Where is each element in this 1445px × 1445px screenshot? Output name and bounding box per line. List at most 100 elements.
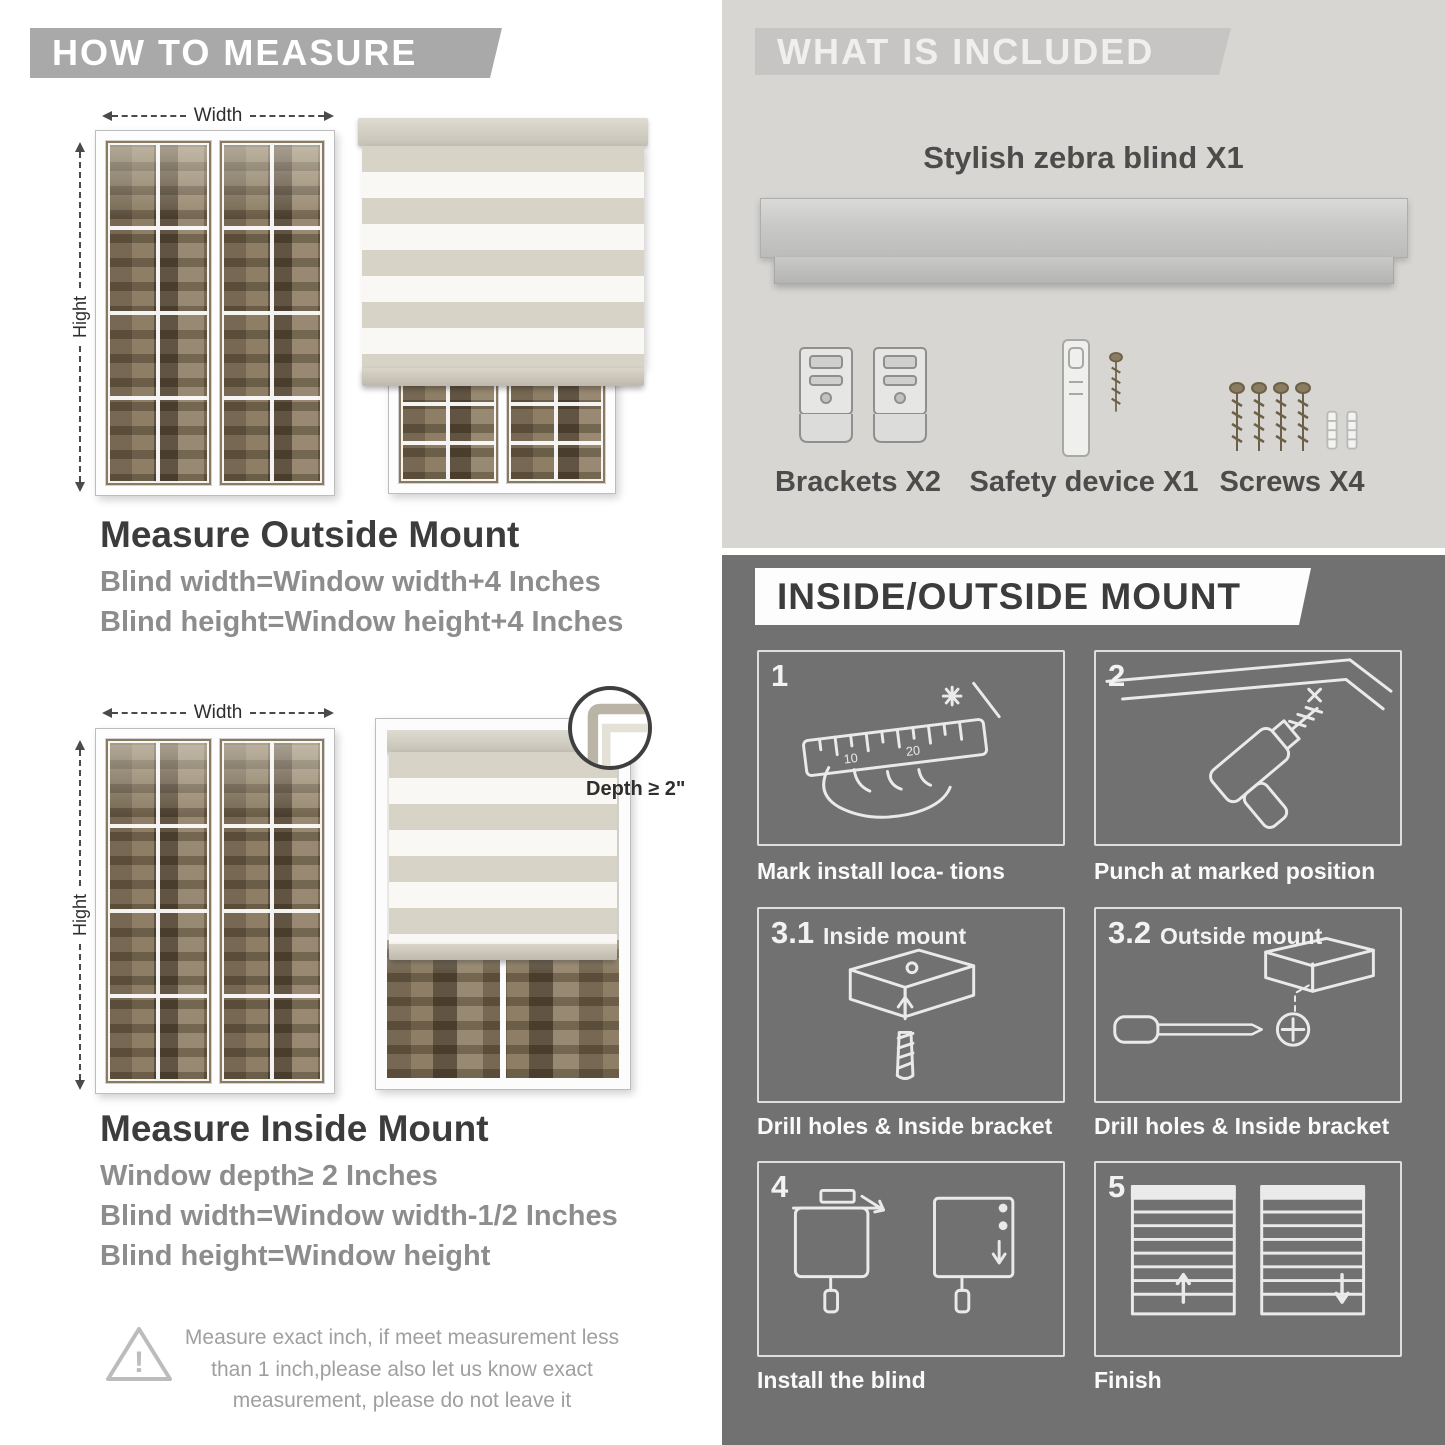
window-corner-zoom <box>587 703 648 766</box>
arrow-up-icon <box>75 740 85 750</box>
step-number: 3.2 <box>1108 915 1152 950</box>
dashed-line <box>79 152 81 288</box>
arrow-left-icon <box>102 708 112 718</box>
svg-text:10: 10 <box>843 750 859 767</box>
step-panel-3-1: 3.1 Inside mount <box>757 907 1065 1103</box>
outside-mount-blind-figure <box>358 118 648 494</box>
outside-formula-height: Blind height=Window height+4 Inches <box>100 606 624 638</box>
dashed-line <box>79 944 81 1080</box>
window-sash <box>105 140 212 486</box>
finish-illustration <box>1130 1185 1366 1316</box>
window-panes <box>108 143 209 483</box>
dashed-line <box>112 712 186 714</box>
step-inner-title: Outside mount <box>1160 923 1323 949</box>
depth-callout-label: Depth ≥ 2" <box>586 778 686 800</box>
depth-callout-circle <box>568 686 652 770</box>
blind-stripes <box>362 146 644 368</box>
inside-bracket-illustration <box>848 948 976 1080</box>
inside-formula-width: Blind width=Window width-1/2 Inches <box>100 1200 618 1232</box>
dashed-line <box>250 115 325 117</box>
svg-text:!: ! <box>134 1346 144 1379</box>
blind-cassette <box>358 118 648 146</box>
drill-illustration <box>1105 658 1393 829</box>
step-caption: Drill holes & Inside bracket <box>1094 1113 1390 1139</box>
step-inner-title: Inside mount <box>823 923 967 949</box>
included-title: WHAT IS INCLUDED <box>777 30 1155 72</box>
inside-formula-height: Blind height=Window height <box>100 1240 491 1272</box>
step-number: 4 <box>771 1169 789 1204</box>
step-panel-5: 5 <box>1094 1161 1402 1357</box>
outside-formula-width: Blind width=Window width+4 Inches <box>100 566 601 598</box>
outside-mount-title: Measure Outside Mount <box>100 514 520 555</box>
wall-anchor-icon <box>1324 408 1340 456</box>
how-to-measure-section: HOW TO MEASURE Width Hight <box>0 0 722 1445</box>
step-caption: Drill holes & Inside bracket <box>757 1113 1053 1139</box>
screw-icon <box>1228 382 1246 456</box>
window-panes <box>221 143 322 483</box>
arrow-left-icon <box>102 111 112 121</box>
height-label: Hight <box>69 893 90 937</box>
bracket-icon <box>794 340 858 452</box>
width-measurement-outside: Width <box>102 105 335 126</box>
step-number: 5 <box>1108 1169 1126 1204</box>
product-label: Stylish zebra blind X1 <box>923 140 1244 175</box>
safety-device-icon <box>1055 336 1097 460</box>
inside-mount-title: Measure Inside Mount <box>100 1108 489 1149</box>
step-caption: Finish <box>1094 1367 1162 1393</box>
brackets-label: Brackets X2 <box>774 466 942 498</box>
dashed-line <box>112 115 186 117</box>
how-to-measure-title: HOW TO MEASURE <box>52 32 418 73</box>
wall-anchor-icon <box>1344 408 1360 456</box>
screw-icon <box>1272 382 1290 456</box>
window-panes <box>221 741 322 1081</box>
blind-bottom-rail <box>362 368 644 386</box>
step-number: 3.1 <box>771 915 815 950</box>
window-opening <box>387 730 619 1078</box>
how-to-measure-banner: HOW TO MEASURE <box>30 28 502 78</box>
window-sash <box>218 738 325 1084</box>
step-panel-3-2: 3.2 Outside mount <box>1094 907 1402 1103</box>
arrow-up-icon <box>75 142 85 152</box>
step-caption: Install the blind <box>757 1367 926 1393</box>
mount-banner: INSIDE/OUTSIDE MOUNT <box>755 568 1311 625</box>
outside-bracket-illustration <box>1113 936 1375 1047</box>
blind-bottom-rail <box>389 944 617 960</box>
inside-formula-depth: Window depth≥ 2 Inches <box>100 1160 438 1192</box>
step-panel-2: 2 <box>1094 650 1402 846</box>
measure-warning-note: Measure exact inch, if meet measurement … <box>184 1326 620 1412</box>
safety-device-label: Safety device X1 <box>969 466 1199 498</box>
window-panes <box>108 741 209 1081</box>
width-label: Width <box>193 702 243 723</box>
step-caption: Mark install loca- tions <box>757 858 1005 884</box>
window-photo-inside <box>95 728 335 1094</box>
screws-label: Screws X4 <box>1219 466 1365 498</box>
arrow-right-icon <box>324 111 335 121</box>
zebra-blind-cassette-photo <box>760 198 1408 258</box>
window-sash <box>218 140 325 486</box>
mount-title: INSIDE/OUTSIDE MOUNT <box>777 575 1242 617</box>
warning-triangle-icon: ! <box>104 1322 174 1386</box>
step-caption: Punch at marked position <box>1094 858 1376 884</box>
window-center-mullion <box>500 940 506 1078</box>
included-section: WHAT IS INCLUDED Stylish zebra blind X1 <box>722 0 1445 548</box>
blind-cassette <box>387 730 619 752</box>
inside-mount-blind-figure <box>375 718 631 1090</box>
zebra-blind-cassette-lip <box>774 257 1394 284</box>
screw-icon <box>1250 382 1268 456</box>
dashed-line <box>250 712 325 714</box>
included-banner: WHAT IS INCLUDED <box>755 28 1231 75</box>
arrow-down-icon <box>75 1080 85 1090</box>
dashed-line <box>79 346 81 482</box>
dashed-line <box>79 750 81 886</box>
install-blind-illustration <box>791 1188 1015 1314</box>
step-number: 1 <box>771 658 789 693</box>
arrow-down-icon <box>75 482 85 492</box>
step-number: 2 <box>1108 658 1126 693</box>
blind-stripes <box>389 752 617 944</box>
step-panel-4: 4 <box>757 1161 1065 1357</box>
height-label: Hight <box>69 295 90 339</box>
